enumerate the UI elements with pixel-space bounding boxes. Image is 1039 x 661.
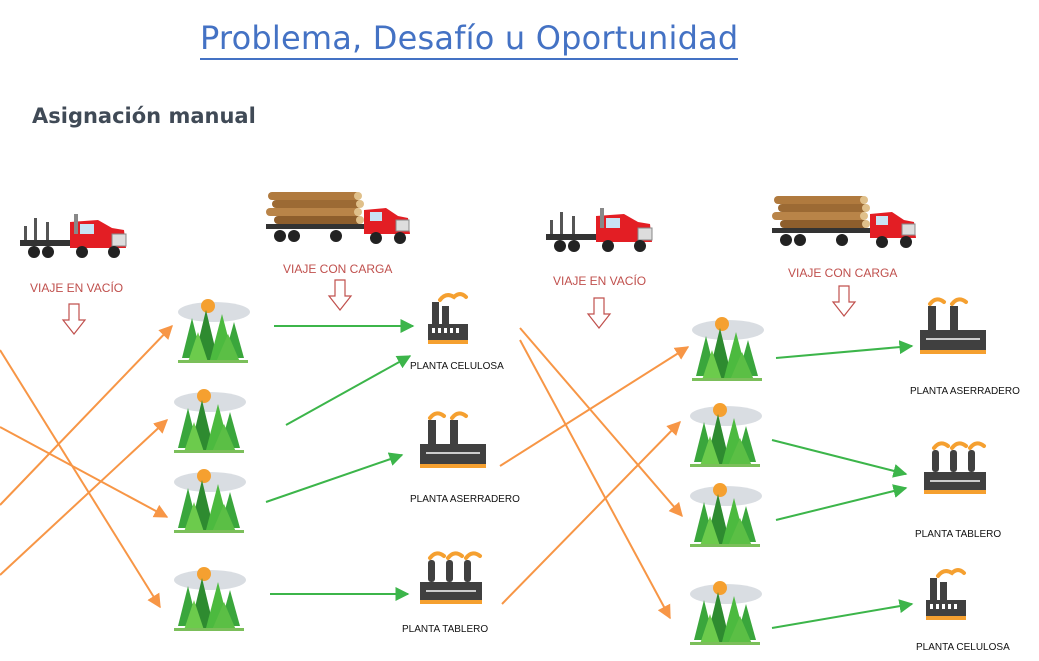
forest-icon bbox=[174, 389, 246, 453]
empty-trip-label: VIAJE EN VACÍO bbox=[30, 281, 124, 295]
forest-icon bbox=[690, 483, 762, 547]
loaded-trip-label: VIAJE CON CARGA bbox=[283, 262, 393, 276]
section-subtitle: Asignación manual bbox=[32, 104, 256, 128]
empty-trip-arrow bbox=[0, 419, 169, 576]
forest-icon bbox=[178, 299, 250, 363]
plant-label: PLANTA TABLERO bbox=[402, 624, 489, 635]
forest-icon bbox=[690, 581, 762, 645]
forest-icon bbox=[174, 469, 246, 533]
empty-trip-arrow bbox=[0, 349, 161, 609]
loaded-trip-arrow bbox=[775, 340, 914, 359]
factory-icon bbox=[418, 411, 488, 470]
loaded-trip-arrow bbox=[265, 452, 404, 503]
empty-truck-icon bbox=[19, 213, 127, 259]
empty-truck-icon bbox=[545, 207, 653, 253]
loaded-log-truck-icon bbox=[265, 191, 411, 245]
down-arrow-icon bbox=[832, 285, 856, 317]
plant-label: PLANTA CELULOSA bbox=[410, 361, 504, 372]
forest-icon bbox=[174, 567, 246, 631]
loaded-trip-arrow bbox=[775, 484, 908, 521]
plant-label: PLANTA TABLERO bbox=[915, 529, 1002, 540]
empty-trip-arrow bbox=[0, 324, 173, 506]
empty-trip-arrow bbox=[499, 346, 690, 467]
plant-label: PLANTA ASERRADERO bbox=[410, 494, 520, 505]
loaded-trip-arrow bbox=[771, 439, 908, 478]
loaded-trip-label: VIAJE CON CARGA bbox=[788, 266, 898, 280]
empty-trip-arrow bbox=[501, 420, 681, 605]
factory-icon bbox=[924, 568, 968, 622]
empty-trip-arrow bbox=[519, 327, 683, 518]
loaded-trip-arrow bbox=[285, 355, 412, 426]
plant-label: PLANTA ASERRADERO bbox=[910, 386, 1020, 397]
page-title: Problema, Desafío u Oportunidad bbox=[200, 18, 739, 60]
forest-icon bbox=[692, 317, 764, 381]
forest-icon bbox=[690, 403, 762, 467]
empty-trip-arrow bbox=[519, 339, 671, 620]
loaded-trip-arrow bbox=[771, 599, 914, 629]
factory-icon bbox=[426, 292, 470, 346]
down-arrow-icon bbox=[587, 297, 611, 329]
loaded-log-truck-icon bbox=[771, 195, 917, 249]
down-arrow-icon bbox=[62, 303, 86, 335]
plant-label: PLANTA CELULOSA bbox=[916, 642, 1010, 653]
factory-icon bbox=[418, 551, 484, 606]
down-arrow-icon bbox=[328, 279, 352, 311]
empty-trip-arrow bbox=[0, 426, 169, 518]
factory-icon bbox=[922, 441, 988, 496]
factory-icon bbox=[918, 297, 988, 356]
empty-trip-label: VIAJE EN VACÍO bbox=[553, 274, 647, 288]
